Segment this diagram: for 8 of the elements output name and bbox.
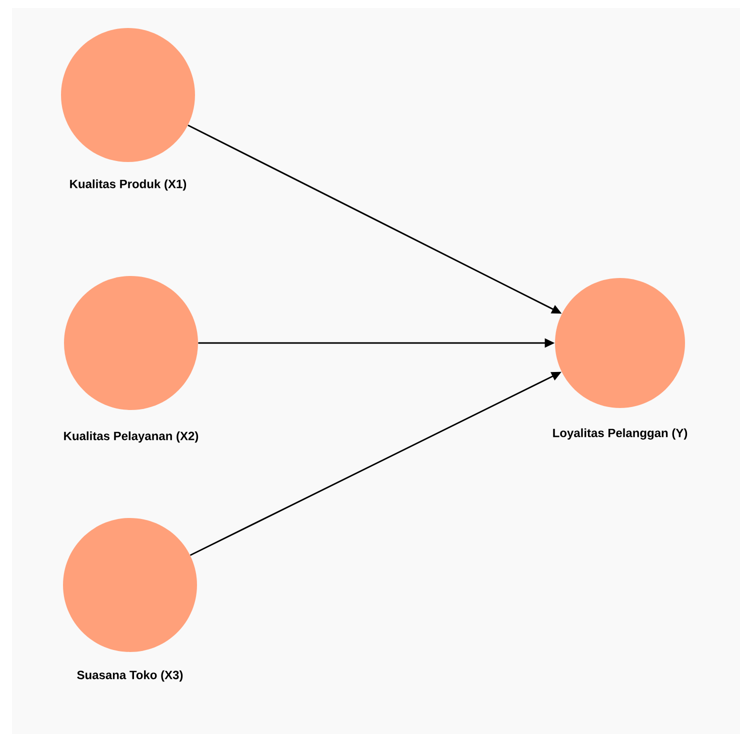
node-label: Kualitas Pelayanan (X2) [64,431,198,443]
node-label: Suasana Toko (X3) [77,670,183,682]
circle-node: Kualitas Produk (X1) [61,28,195,191]
node-label: Kualitas Produk (X1) [70,179,186,191]
circle-node: Kualitas Pelayanan (X2) [64,276,198,443]
node-label: Loyalitas Pelanggan (Y) [553,428,688,440]
circle-node: Loyalitas Pelanggan (Y) [553,278,688,440]
circle-node: Suasana Toko (X3) [63,518,197,682]
